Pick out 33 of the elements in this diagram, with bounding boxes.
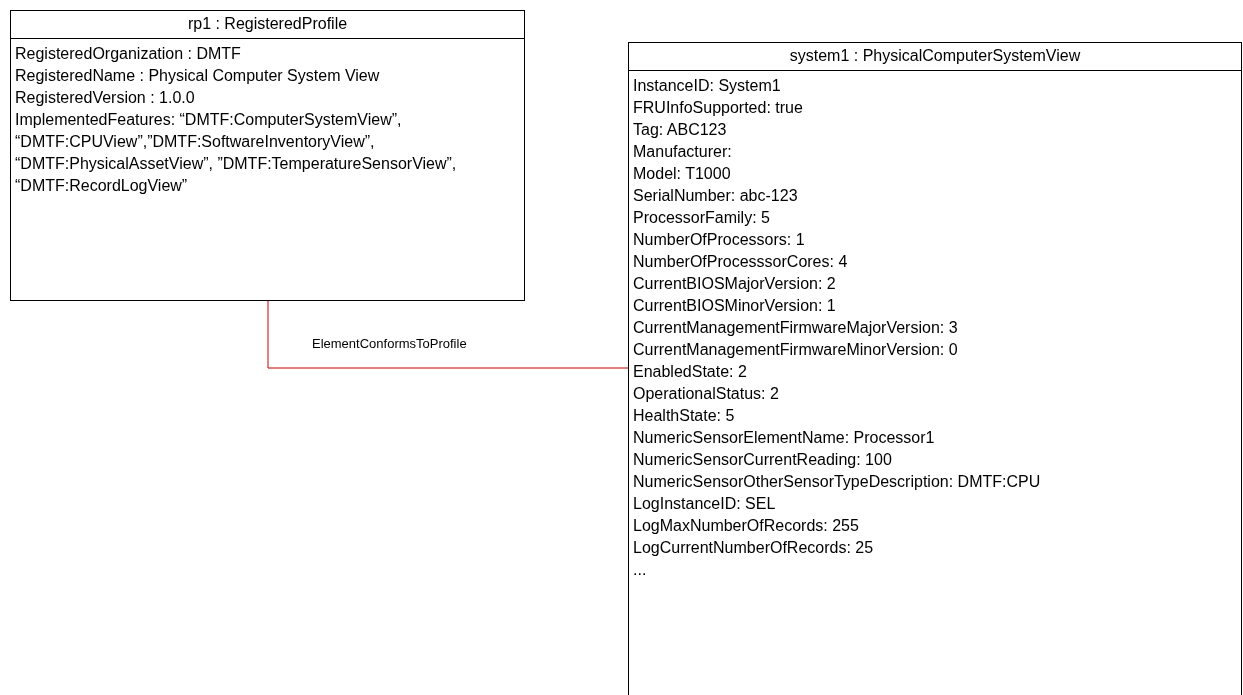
attribute-text: InstanceID: System1 [633,76,782,96]
attribute-text: ImplementedFeatures: “DMTF:ComputerSystemView”, “DMTF:CPUView”,”DMTF:SoftwareInventoryView”, “DMTF:PhysicalAssetView”, ”DMTF:TemperatureSensorView”, “DMTF:RecordLogView” [15,110,458,196]
class-box [628,42,1242,695]
attribute-text: ... [633,560,648,580]
attribute-text: CurrentManagementFirmwareMajorVersion: 3 [633,318,959,338]
attribute-text: RegisteredName : Physical Computer System View [15,66,381,86]
attribute-text: Tag: ABC123 [633,120,728,140]
attribute-text: NumberOfProcesssorCores: 4 [633,252,849,272]
class-title: rp1 : RegisteredProfile [11,11,524,39]
attribute-text: CurrentBIOSMinorVersion: 1 [633,296,837,316]
attribute-text: NumericSensorOtherSensorTypeDescription: DMTF:CPU [633,472,1042,492]
attribute-text: FRUInfoSupported: true [633,98,804,118]
attribute-text: Manufacturer: [633,142,733,162]
attribute-text: RegisteredVersion : 1.0.0 [15,88,196,108]
attribute-text: NumberOfProcessors: 1 [633,230,806,250]
attribute-text: CurrentManagementFirmwareMinorVersion: 0 [633,340,959,360]
attribute-text: NumericSensorCurrentReading: 100 [633,450,893,470]
class-title: system1 : PhysicalComputerSystemView [629,43,1241,71]
attribute-text: RegisteredOrganization : DMTF [15,44,242,64]
attribute-text: Model: T1000 [633,164,732,184]
attribute-text: CurrentBIOSMajorVersion: 2 [633,274,837,294]
attribute-text: LogInstanceID: SEL [633,494,777,514]
attribute-text: SerialNumber: abc-123 [633,186,799,206]
class-box [10,10,525,301]
edge-label: ElementConformsToProfile [310,336,469,351]
attribute-text: HealthState: 5 [633,406,736,426]
attribute-text: OperationalStatus: 2 [633,384,780,404]
attribute-text: NumericSensorElementName: Processor1 [633,428,936,448]
attribute-text: LogCurrentNumberOfRecords: 25 [633,538,875,558]
connector-line [267,300,629,369]
attribute-text: EnabledState: 2 [633,362,748,382]
attribute-text: ProcessorFamily: 5 [633,208,771,228]
attribute-text: LogMaxNumberOfRecords: 255 [633,516,860,536]
